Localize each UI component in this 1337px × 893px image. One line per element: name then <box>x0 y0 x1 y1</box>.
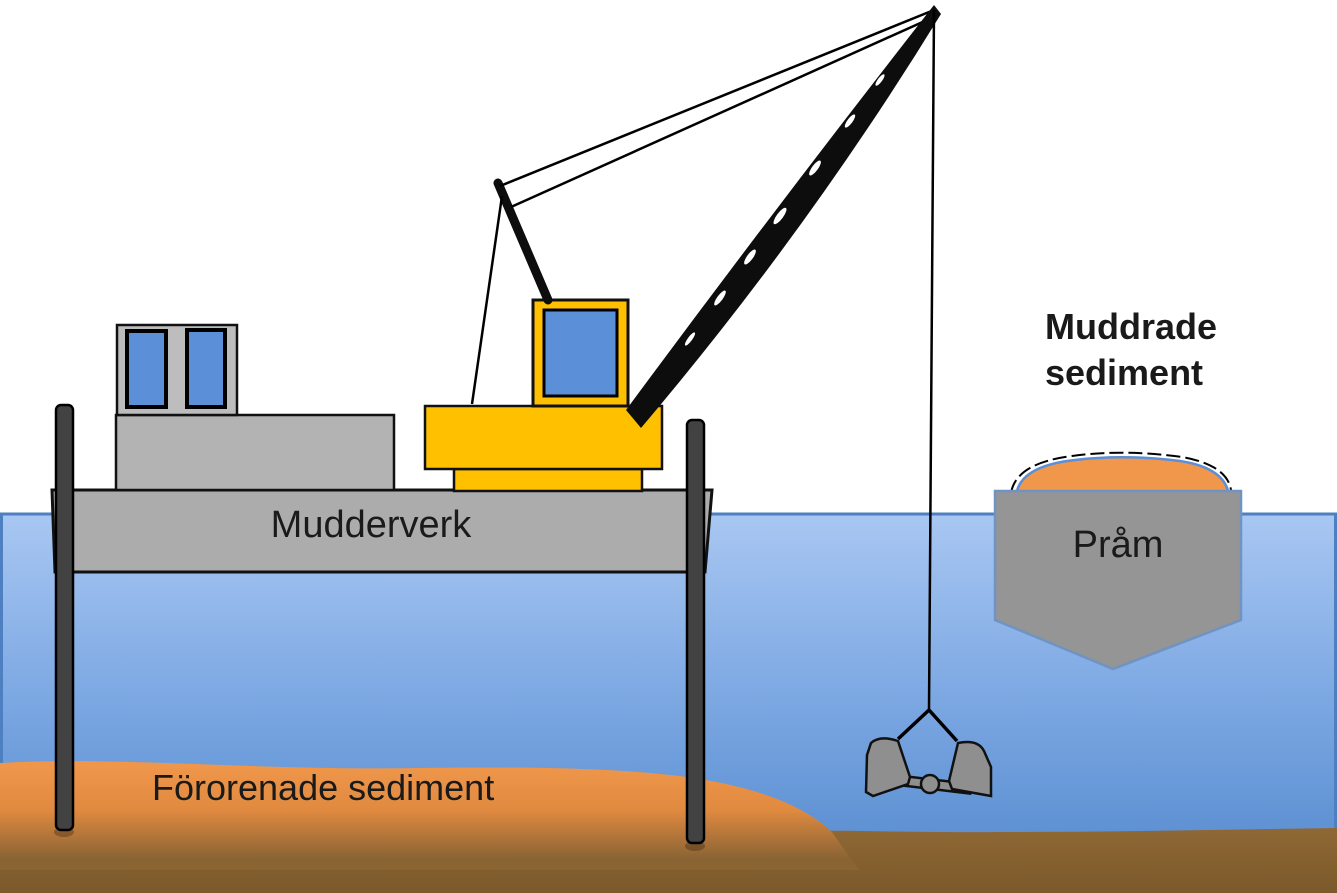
hoist-cable <box>927 9 936 711</box>
grab-sling-right <box>927 708 959 743</box>
dredged-sediment-mound <box>1014 455 1231 498</box>
gantry-backstay-cable <box>470 195 504 405</box>
dredger-label: Mudderverk <box>270 504 472 546</box>
wheelhouse-window-right <box>185 328 227 409</box>
gantry-strut <box>493 178 553 305</box>
deck-block <box>114 413 396 492</box>
dredged-sediment-label: Muddrade sediment <box>1045 306 1218 393</box>
barge-label: Pråm <box>1072 524 1164 566</box>
pendant-cable-lower <box>510 14 937 209</box>
spud-pole-right <box>685 418 706 845</box>
grab-bucket-right <box>947 740 993 798</box>
wheelhouse-window-left <box>125 329 168 409</box>
spud-pole-left <box>54 403 75 832</box>
crane-base <box>423 404 664 471</box>
crane-cab-window <box>542 308 619 398</box>
crane-pedestal <box>452 467 644 493</box>
boom-lattice-holes <box>684 74 885 346</box>
pendant-cable-upper <box>499 8 935 188</box>
grab-sling-left <box>896 708 931 741</box>
barge-hull <box>993 489 1243 671</box>
contaminated-sediment-layer <box>0 761 860 870</box>
mound-outline-arc <box>1010 451 1232 494</box>
grab-hinge <box>919 773 941 795</box>
contaminated-sediment-label: Förorenade sediment <box>152 767 495 808</box>
grab-bucket-left <box>864 737 912 798</box>
